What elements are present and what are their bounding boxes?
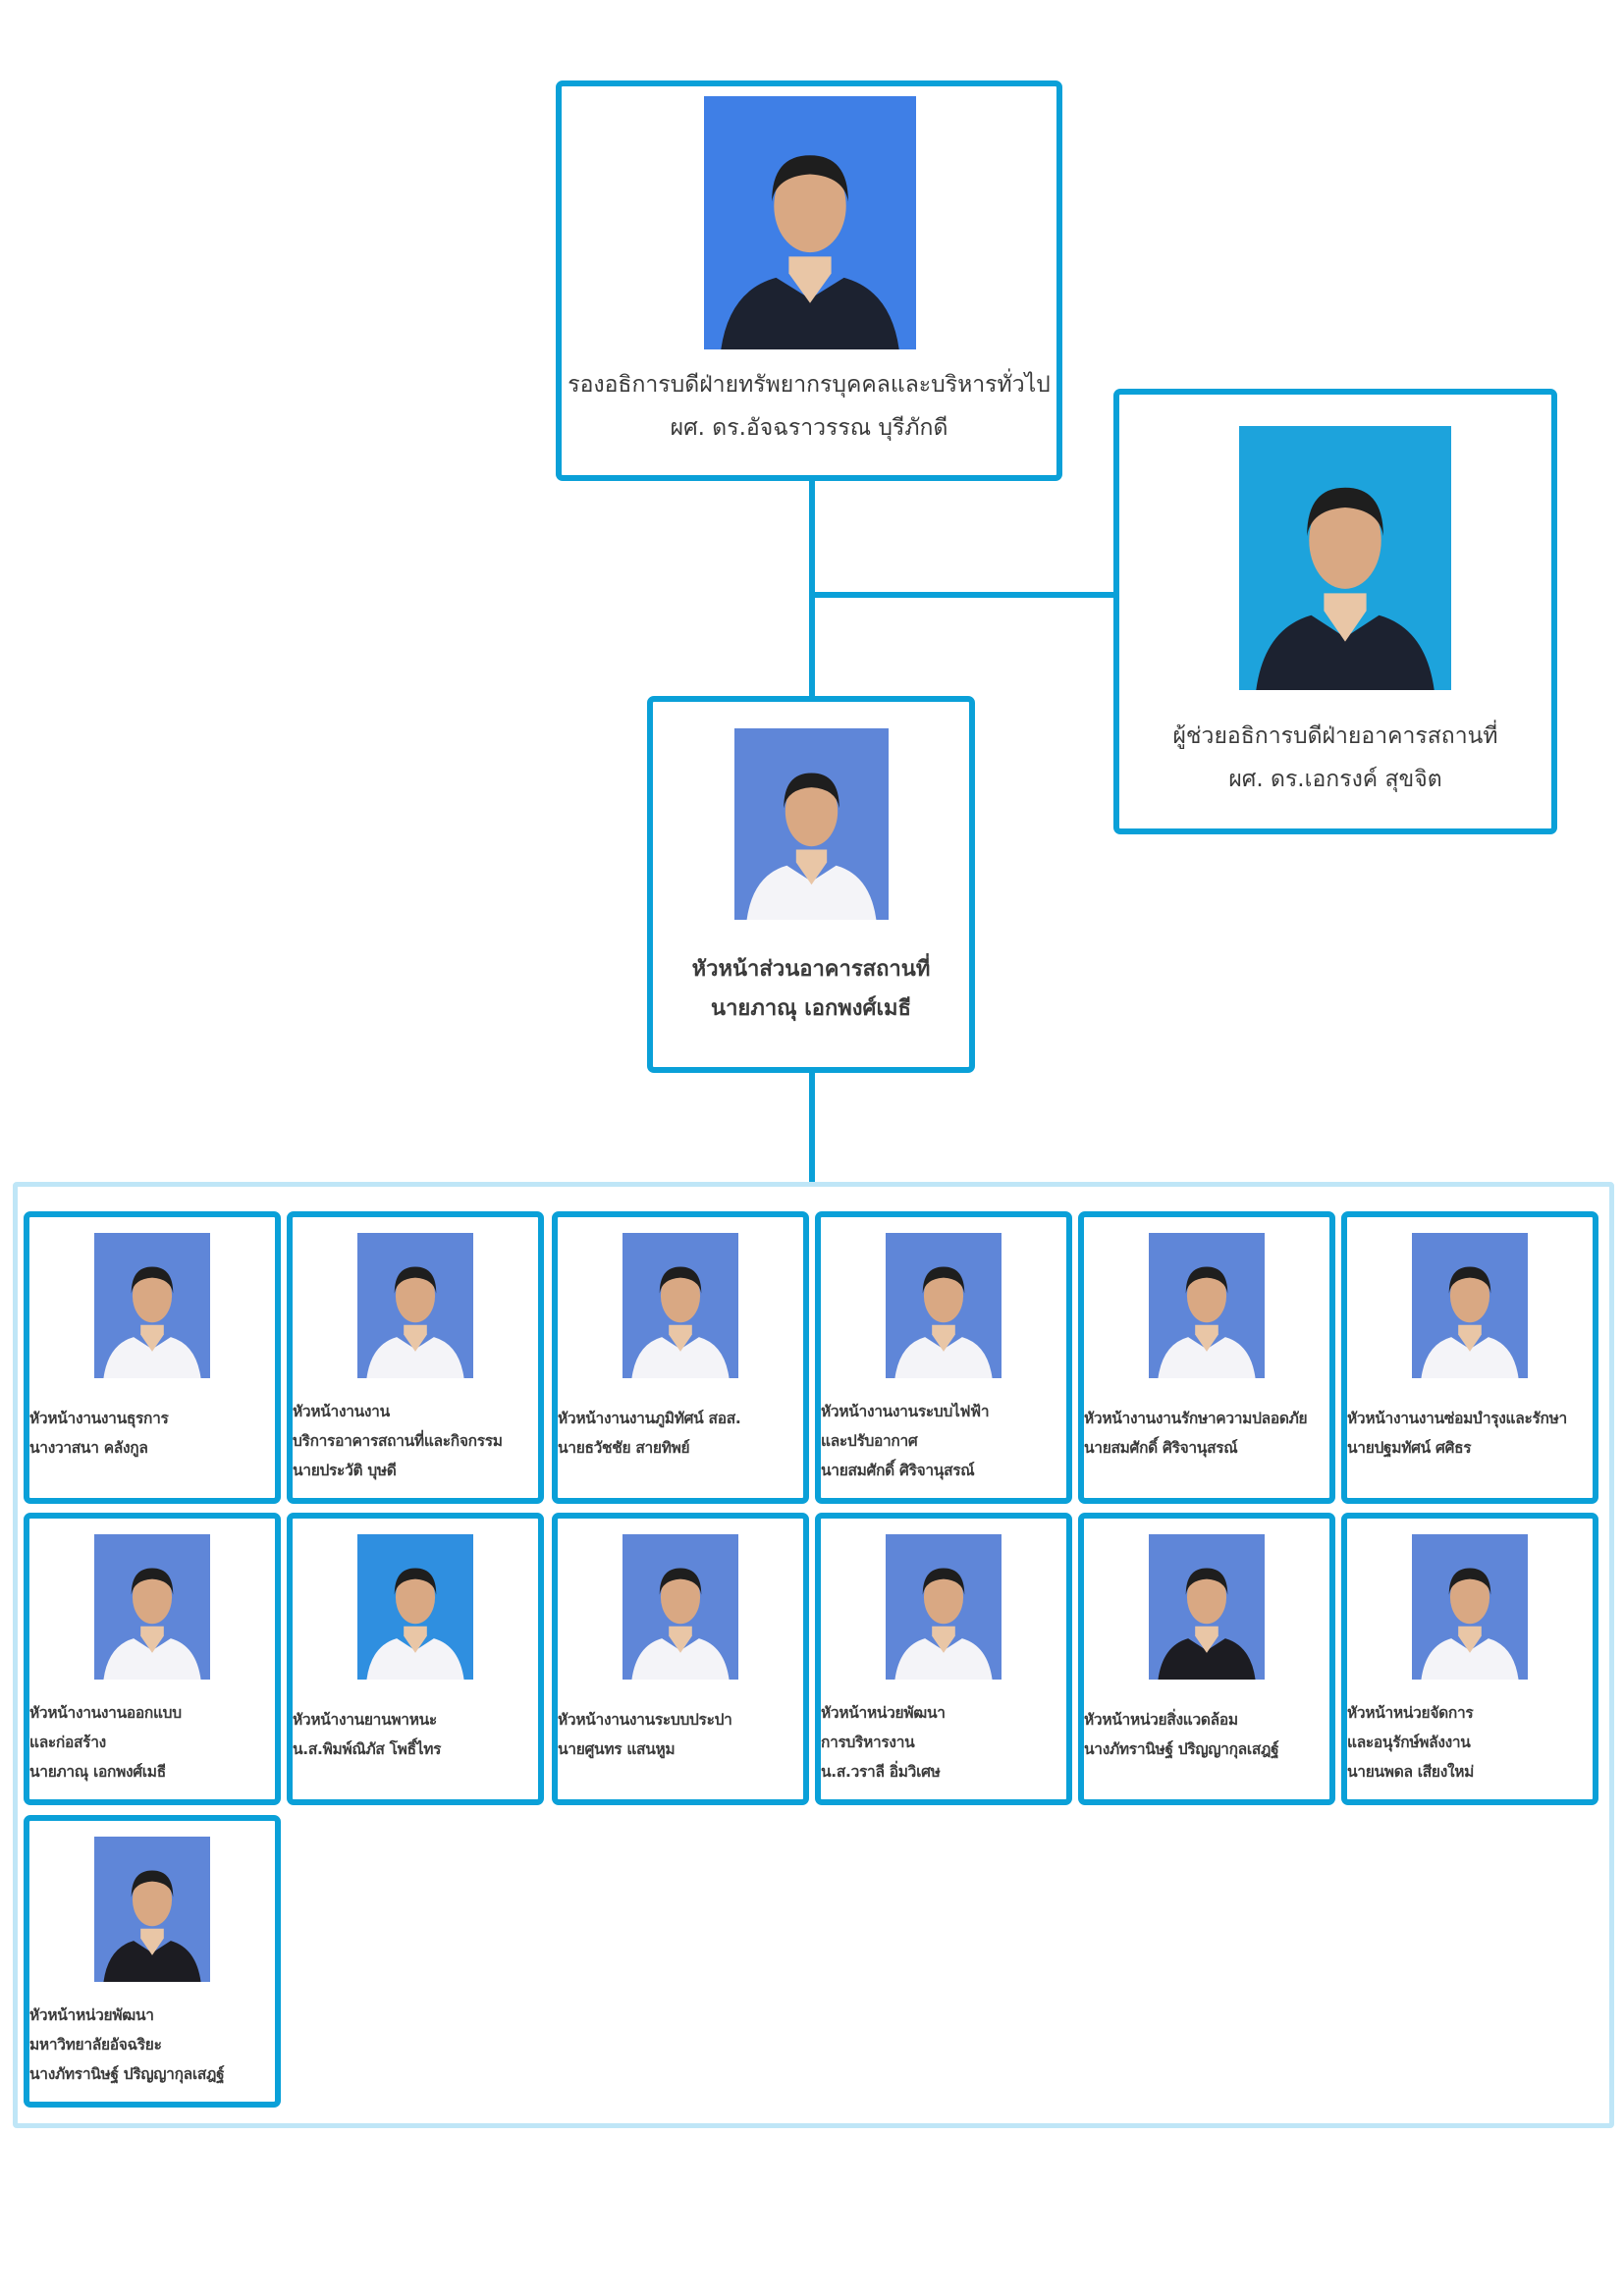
position-title: หัวหน้าหน่วยสิ่งแวดล้อม	[1084, 1711, 1238, 1729]
position-title: หัวหน้าหน่วยพัฒนา	[821, 1704, 946, 1722]
portrait-photo	[1412, 1534, 1528, 1680]
connector-assistant	[812, 592, 1115, 598]
staff-card: หัวหน้างานงานธุรการนางวาสนา คลังกูล	[24, 1211, 281, 1504]
person-name: นายประวัติ บุษดี	[293, 1462, 397, 1479]
portrait-photo	[623, 1233, 738, 1378]
position-title: หัวหน้างานงาน	[293, 1403, 390, 1420]
position-title: หัวหน้างานยานพาหนะ	[293, 1711, 437, 1729]
person-name: นายภาณุ เอกพงศ์เมธี	[711, 996, 911, 1021]
connector-top-to-director	[809, 480, 815, 698]
connector-director-to-staff	[809, 1072, 815, 1185]
person-name: นางภัทรานิษฐ์ ปริญญากุลเสฎฐ์	[1084, 1740, 1279, 1758]
person-name: ผศ. ดร.อัจฉราวรรณ บุรีภักดี	[670, 415, 948, 441]
position-title: หัวหน้างานงานออกแบบ	[29, 1704, 182, 1722]
person-name: นายนพดล เสียงใหม่	[1347, 1763, 1475, 1781]
staff-card: หัวหน้างานงานภูมิทัศน์ สอส. นายธวัชชัย สา…	[552, 1211, 809, 1504]
portrait-photo	[94, 1837, 210, 1982]
org-box-assistant-president: ผู้ช่วยอธิการบดีฝ่ายอาคารสถานที่ ผศ. ดร.…	[1113, 389, 1557, 834]
org-box-division-head: หัวหน้าส่วนอาคารสถานที่ นายภาณุ เอกพงศ์เ…	[647, 696, 975, 1073]
position-title: ผู้ช่วยอธิการบดีฝ่ายอาคารสถานที่	[1172, 723, 1498, 749]
staff-card: หัวหน้างานงานออกแบบและก่อสร้างนายภาณุ เอ…	[24, 1513, 281, 1805]
portrait-photo	[623, 1534, 738, 1680]
person-name: นายธวัชชัย สายทิพย์	[558, 1439, 690, 1457]
staff-card: หัวหน้าหน่วยจัดการและอนุรักษ์พลังงานนายน…	[1341, 1513, 1598, 1805]
position-title: มหาวิทยาลัยอัจฉริยะ	[29, 2036, 162, 2054]
person-name: นายปฐมทัศน์ ศศิธร	[1347, 1439, 1472, 1457]
staff-card: หัวหน้างานงานซ่อมบำรุงและรักษานายปฐมทัศน…	[1341, 1211, 1598, 1504]
staff-card: หัวหน้างานงานรักษาความปลอดภัยนายสมศักดิ์…	[1078, 1211, 1335, 1504]
position-title: หัวหน้างานงานภูมิทัศน์ สอส.	[558, 1410, 741, 1427]
org-box-vice-president: รองอธิการบดีฝ่ายทรัพยากรบุคคลและบริหารทั…	[556, 80, 1062, 481]
portrait-photo	[357, 1233, 473, 1378]
position-title: หัวหน้าหน่วยจัดการ	[1347, 1704, 1474, 1722]
portrait-photo	[1239, 426, 1451, 690]
position-title: และก่อสร้าง	[29, 1734, 106, 1751]
portrait-photo	[94, 1534, 210, 1680]
position-title: และปรับอากาศ	[821, 1432, 918, 1450]
person-name: นายสมศักดิ์ ศิริจานุสรณ์	[821, 1462, 975, 1479]
portrait-photo	[886, 1534, 1001, 1680]
staff-group-container	[13, 1182, 1614, 2128]
person-name: นางวาสนา คลังกูล	[29, 1439, 148, 1457]
person-name: ผศ. ดร.เอกรงค์ สุขจิต	[1228, 767, 1442, 792]
position-title: หัวหน้าหน่วยพัฒนา	[29, 2006, 154, 2024]
person-name: น.ส.วราลี อิ่มวิเศษ	[821, 1763, 941, 1781]
portrait-photo	[94, 1233, 210, 1378]
portrait-photo	[734, 728, 889, 920]
position-title: หัวหน้างานงานระบบประปา	[558, 1711, 732, 1729]
position-title: หัวหน้างานงานระบบไฟฟ้า	[821, 1403, 990, 1420]
staff-card: หัวหน้างานงานบริการอาคารสถานที่และกิจกรร…	[287, 1211, 544, 1504]
position-title: บริการอาคารสถานที่และกิจกรรม	[293, 1432, 503, 1450]
position-title: หัวหน้างานงานซ่อมบำรุงและรักษา	[1347, 1410, 1567, 1427]
person-name: นายภาณุ เอกพงศ์เมธี	[29, 1763, 166, 1781]
position-title: หัวหน้างานงานธุรการ	[29, 1410, 169, 1427]
person-name: น.ส.พิมพ์ณิภัส โพธิ์ไทร	[293, 1740, 442, 1758]
staff-card: หัวหน้าหน่วยพัฒนามหาวิทยาลัยอัจฉริยะนางภ…	[24, 1815, 281, 2108]
staff-card: หัวหน้าหน่วยสิ่งแวดล้อมนางภัทรานิษฐ์ ปริ…	[1078, 1513, 1335, 1805]
position-title: การบริหารงาน	[821, 1734, 915, 1751]
staff-card: หัวหน้างานงานระบบประปานายศูนทร แสนหูม	[552, 1513, 809, 1805]
position-title: รองอธิการบดีฝ่ายทรัพยากรบุคคลและบริหารทั…	[568, 372, 1051, 398]
person-name: นายสมศักดิ์ ศิริจานุสรณ์	[1084, 1439, 1238, 1457]
staff-card: หัวหน้างานยานพาหนะน.ส.พิมพ์ณิภัส โพธิ์ไท…	[287, 1513, 544, 1805]
portrait-photo	[704, 96, 916, 349]
person-name: นายศูนทร แสนหูม	[558, 1740, 676, 1758]
staff-card: หัวหน้างานงานระบบไฟฟ้าและปรับอากาศนายสมศ…	[815, 1211, 1072, 1504]
person-name: นางภัทรานิษฐ์ ปริญญากุลเสฎฐ์	[29, 2065, 225, 2083]
position-title: และอนุรักษ์พลังงาน	[1347, 1734, 1471, 1751]
portrait-photo	[886, 1233, 1001, 1378]
position-title: หัวหน้าส่วนอาคารสถานที่	[691, 957, 931, 982]
portrait-photo	[357, 1534, 473, 1680]
portrait-photo	[1149, 1534, 1265, 1680]
portrait-photo	[1412, 1233, 1528, 1378]
position-title: หัวหน้างานงานรักษาความปลอดภัย	[1084, 1410, 1308, 1427]
portrait-photo	[1149, 1233, 1265, 1378]
staff-card: หัวหน้าหน่วยพัฒนาการบริหารงานน.ส.วราลี อ…	[815, 1513, 1072, 1805]
